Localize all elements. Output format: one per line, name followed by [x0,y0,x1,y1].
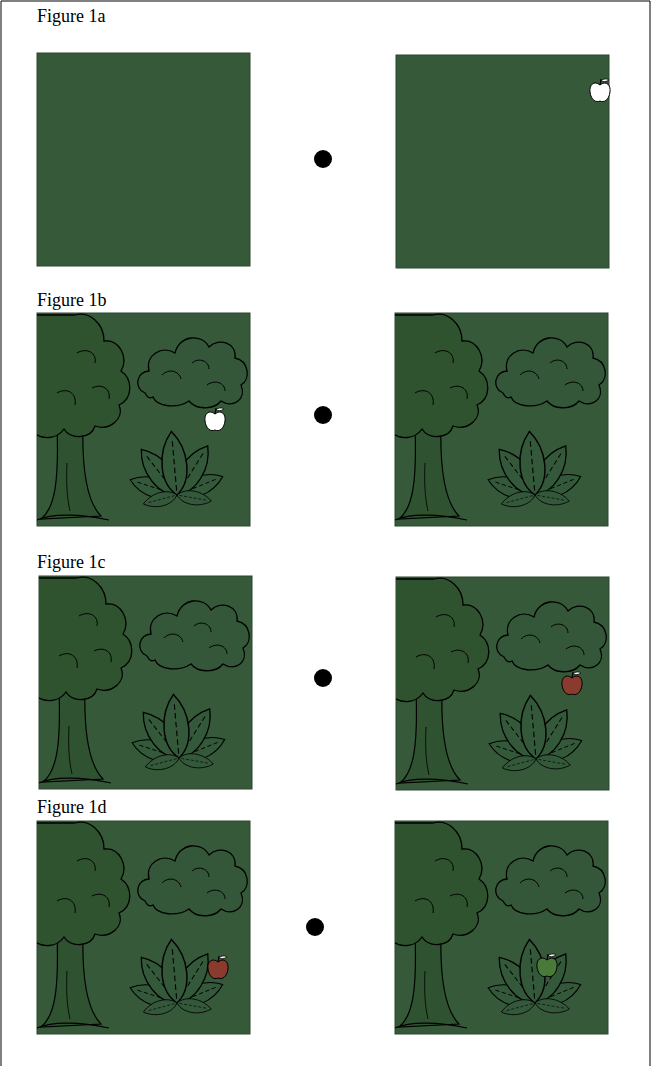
fixation-dot [314,406,332,424]
fixation-dot [306,918,324,936]
green-apple [537,954,557,977]
white-apple [205,408,225,431]
red-apple [562,672,582,695]
fixation-dot [314,150,332,168]
figure-label: Figure 1b [37,290,107,310]
figure-label: Figure 1c [37,552,105,572]
fixation-dot [314,669,332,687]
forest-scene [390,313,608,526]
forest-scene [32,821,250,1034]
blank-scene [396,55,609,268]
blank-scene [37,53,250,266]
figure-label: Figure 1a [37,6,105,26]
red-apple [208,956,228,979]
figure-label: Figure 1d [37,797,107,817]
white-apple [590,79,610,102]
forest-scene [390,821,608,1034]
forest-scene [391,577,609,790]
forest-scene [34,576,252,789]
forest-scene [32,313,250,526]
